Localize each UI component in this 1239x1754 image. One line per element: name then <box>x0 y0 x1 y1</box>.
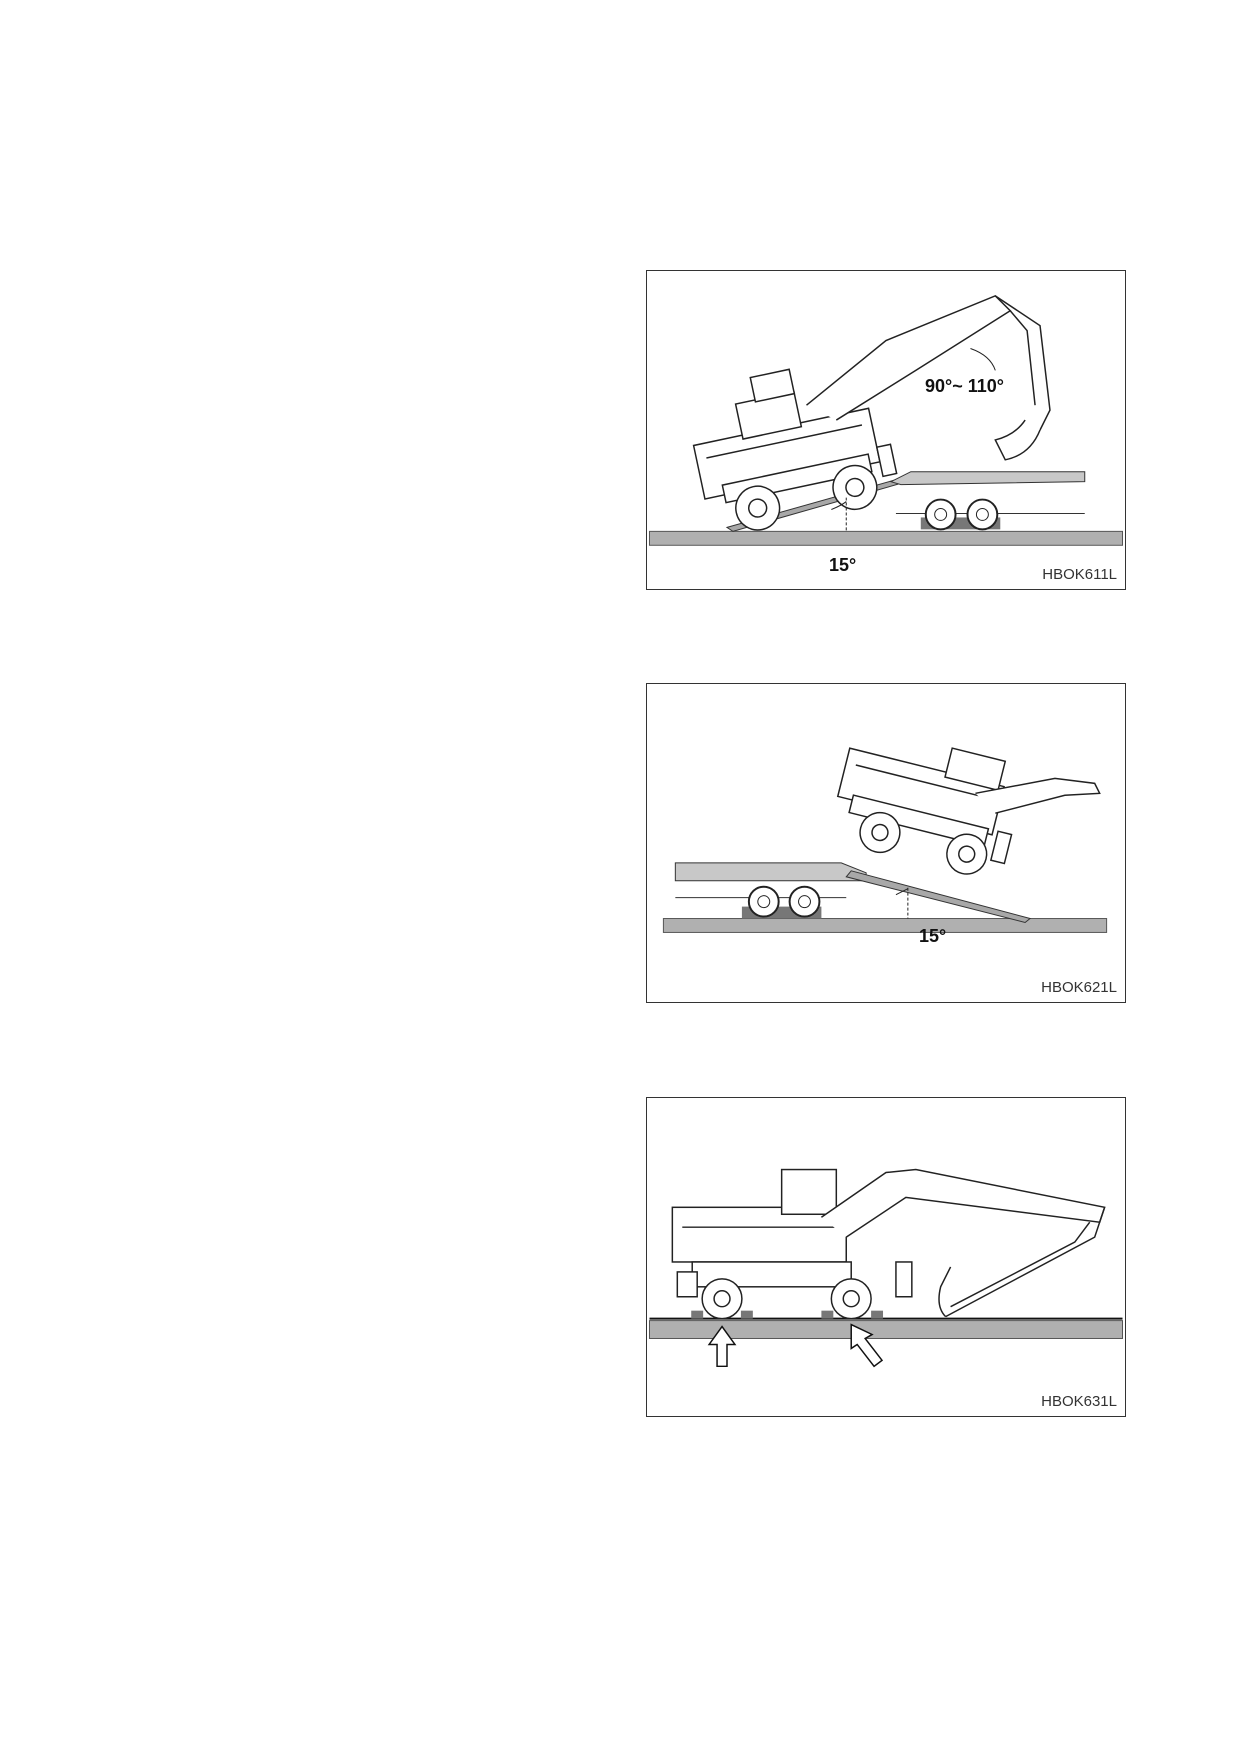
figure-code: HBOK621L <box>1041 979 1117 996</box>
figure-loading-ramp: 90°~ 110° 15° HBOK611L <box>646 270 1126 590</box>
excavator-ramp-unloading-illustration <box>662 747 1108 933</box>
ramp-angle-label: 15° <box>919 926 947 946</box>
excavator-secured-illustration <box>648 1168 1124 1368</box>
figure-secured-on-trailer: HBOK631L <box>646 1097 1126 1417</box>
excavator-ramp-loading-illustration <box>648 294 1124 546</box>
ramp-angle-label: 15° <box>829 555 857 575</box>
figure-code: HBOK611L <box>1042 566 1117 583</box>
figure-code: HBOK631L <box>1041 1393 1117 1410</box>
arm-angle-label: 90°~ 110° <box>925 376 1004 396</box>
figure-unloading-ramp: 15° HBOK621L <box>646 683 1126 1003</box>
